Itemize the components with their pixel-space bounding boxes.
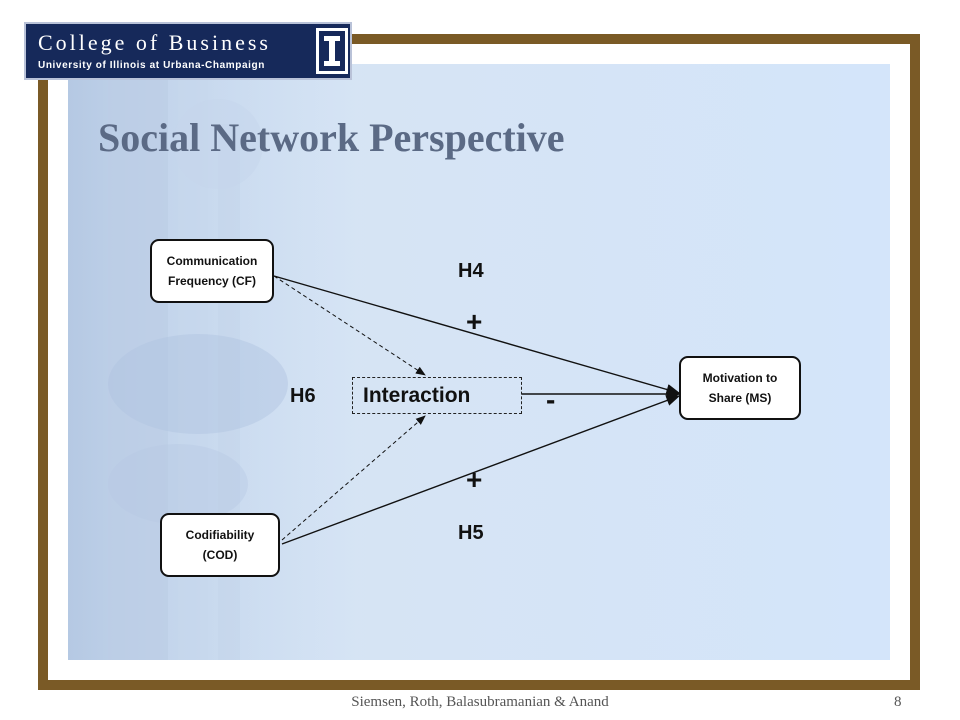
- college-logo: College of Business University of Illino…: [24, 22, 352, 80]
- node-codifiability: Codifiability (COD): [160, 513, 280, 577]
- node-interaction: Interaction: [352, 377, 522, 414]
- edge-cod-to-interaction: [281, 415, 426, 541]
- edge-cod-to-ms: [281, 395, 681, 545]
- label-h4: H4: [458, 260, 484, 282]
- edge-cf-to-ms: [273, 275, 681, 395]
- sign-h5: +: [466, 464, 483, 495]
- sign-h4: +: [466, 306, 483, 337]
- sign-h6: -: [546, 384, 556, 415]
- column-background-art: [68, 64, 388, 660]
- slide-footer: Siemsen, Roth, Balasubramanian & Anand: [351, 694, 609, 710]
- logo-subtitle: University of Illinois at Urbana-Champai…: [38, 60, 265, 71]
- label-h6: H6: [290, 385, 316, 407]
- label-h5: H5: [458, 522, 484, 544]
- edge-cf-to-interaction: [273, 275, 426, 376]
- slide-title: Social Network Perspective: [98, 115, 565, 160]
- logo-title: College of Business: [38, 30, 271, 55]
- illinois-i-icon: [316, 28, 348, 74]
- page-number: 8: [894, 694, 902, 710]
- node-motivation-to-share: Motivation to Share (MS): [679, 356, 801, 420]
- node-communication-frequency: Communication Frequency (CF): [150, 239, 274, 303]
